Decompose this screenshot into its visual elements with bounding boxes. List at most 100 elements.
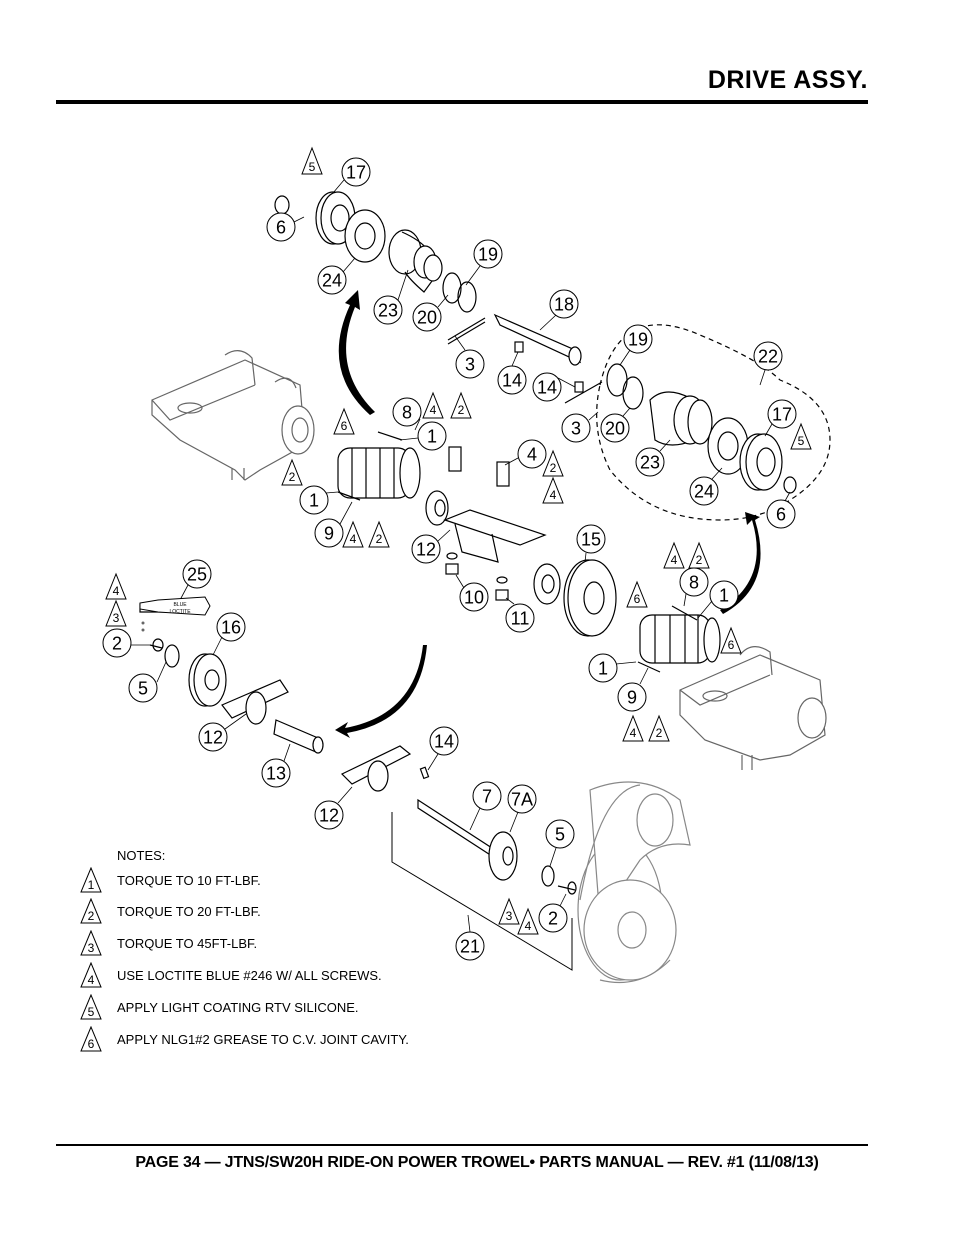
callout-12: 12 — [198, 722, 228, 752]
callout-13: 13 — [261, 758, 291, 788]
callout-17: 17 — [767, 399, 797, 429]
note-item: 1 TORQUE TO 10 FT-LBF. — [80, 867, 500, 895]
callout-18: 18 — [549, 289, 579, 319]
note-number-triangle: 3 — [80, 930, 102, 956]
svg-text:10: 10 — [464, 588, 484, 608]
note-marker-5: 5 — [301, 146, 323, 175]
note-item: 6 APPLY NLG1#2 GREASE TO C.V. JOINT CAVI… — [80, 1026, 500, 1054]
callout-5: 5 — [128, 673, 158, 703]
svg-text:17: 17 — [772, 405, 792, 425]
svg-text:5: 5 — [88, 1005, 95, 1019]
svg-text:6: 6 — [728, 638, 735, 652]
svg-text:2: 2 — [88, 909, 95, 923]
note-number-triangle: 2 — [80, 898, 102, 924]
note-item: 5 APPLY LIGHT COATING RTV SILICONE. — [80, 994, 500, 1022]
note-text: TORQUE TO 20 FT-LBF. — [117, 904, 261, 919]
callout-21: 21 — [455, 931, 485, 961]
jackshaft-7 — [391, 766, 577, 971]
svg-text:24: 24 — [322, 271, 342, 291]
svg-text:8: 8 — [402, 403, 412, 423]
footer-rule — [56, 1144, 868, 1146]
svg-text:5: 5 — [138, 679, 148, 699]
callout-25: 25 — [182, 559, 212, 589]
note-marker-2: 2 — [542, 449, 564, 477]
svg-text:12: 12 — [203, 728, 223, 748]
callout-14: 14 — [429, 726, 459, 756]
note-marker-3: 3 — [498, 897, 520, 925]
callout-14: 14 — [497, 365, 527, 395]
notes-heading: NOTES: — [117, 848, 166, 863]
right-cv-joint-group — [564, 324, 831, 521]
svg-text:6: 6 — [88, 1037, 95, 1051]
svg-text:17: 17 — [346, 163, 366, 183]
svg-text:18: 18 — [554, 295, 574, 315]
svg-text:1: 1 — [309, 491, 319, 511]
svg-text:1: 1 — [598, 659, 608, 679]
note-marker-4: 4 — [422, 391, 444, 419]
svg-text:4: 4 — [630, 726, 637, 740]
svg-text:2: 2 — [548, 909, 558, 929]
page-footer: PAGE 34 — JTNS/SW20H RIDE-ON POWER TROWE… — [135, 1154, 819, 1171]
note-marker-4: 4 — [517, 907, 539, 935]
callout-11: 11 — [505, 603, 535, 633]
note-markers: 5 4 2 6 2 4 2 2 4 5 4 2 6 6 4 2 4 3 3 4 — [105, 146, 812, 935]
callout-14: 14 — [532, 372, 562, 402]
note-marker-6: 6 — [720, 626, 742, 654]
svg-text:24: 24 — [694, 482, 714, 502]
svg-text:2: 2 — [289, 470, 296, 484]
svg-text:21: 21 — [460, 937, 480, 957]
svg-text:2: 2 — [376, 532, 383, 546]
svg-text:3: 3 — [465, 355, 475, 375]
svg-text:5: 5 — [309, 160, 316, 174]
svg-text:2: 2 — [696, 553, 703, 567]
svg-text:5: 5 — [555, 825, 565, 845]
svg-text:4: 4 — [113, 584, 120, 598]
note-text: TORQUE TO 10 FT-LBF. — [117, 873, 261, 888]
note-marker-6: 6 — [333, 407, 355, 435]
note-marker-2: 2 — [450, 391, 472, 419]
callout-15: 15 — [576, 524, 606, 554]
svg-text:19: 19 — [628, 330, 648, 350]
svg-text:15: 15 — [581, 530, 601, 550]
drive-belt-and-pulley — [577, 781, 691, 984]
svg-text:4: 4 — [671, 553, 678, 567]
loctite-tube: BLUE LOCTITE — [139, 596, 211, 632]
svg-text:2: 2 — [112, 634, 122, 654]
svg-text:1: 1 — [719, 586, 729, 606]
callout-5: 5 — [545, 819, 575, 849]
callout-10: 10 — [459, 582, 489, 612]
right-coupling — [637, 605, 721, 673]
callout-9: 9 — [314, 518, 344, 548]
svg-text:BLUE: BLUE — [173, 602, 187, 608]
svg-text:14: 14 — [502, 371, 522, 391]
svg-text:2: 2 — [656, 726, 663, 740]
left-gearbox-housing — [151, 350, 315, 481]
svg-text:4: 4 — [88, 973, 95, 987]
svg-text:1: 1 — [427, 427, 437, 447]
svg-text:4: 4 — [525, 919, 532, 933]
svg-text:23: 23 — [640, 453, 660, 473]
note-marker-5: 5 — [790, 422, 812, 450]
callout-23: 23 — [635, 447, 665, 477]
callout-9: 9 — [617, 682, 647, 712]
svg-text:4: 4 — [550, 488, 557, 502]
svg-text:6: 6 — [276, 218, 286, 238]
callout-19: 19 — [473, 239, 503, 269]
callout-4: 4 — [517, 439, 547, 469]
callout-8: 8 — [392, 397, 422, 427]
svg-text:4: 4 — [430, 403, 437, 417]
svg-text:8: 8 — [689, 573, 699, 593]
note-marker-2: 2 — [648, 714, 670, 742]
callout-20: 20 — [600, 413, 630, 443]
svg-text:19: 19 — [478, 245, 498, 265]
note-number-triangle: 5 — [80, 994, 102, 1020]
svg-text:12: 12 — [319, 806, 339, 826]
svg-text:22: 22 — [758, 347, 778, 367]
svg-text:23: 23 — [378, 301, 398, 321]
svg-text:7A: 7A — [511, 790, 533, 810]
note-number-triangle: 1 — [80, 867, 102, 893]
callout-23: 23 — [373, 295, 403, 325]
note-item: 2 TORQUE TO 20 FT-LBF. — [80, 898, 500, 926]
callout-7: 7 — [472, 781, 502, 811]
note-item: 3 TORQUE TO 45FT-LBF. — [80, 930, 500, 958]
